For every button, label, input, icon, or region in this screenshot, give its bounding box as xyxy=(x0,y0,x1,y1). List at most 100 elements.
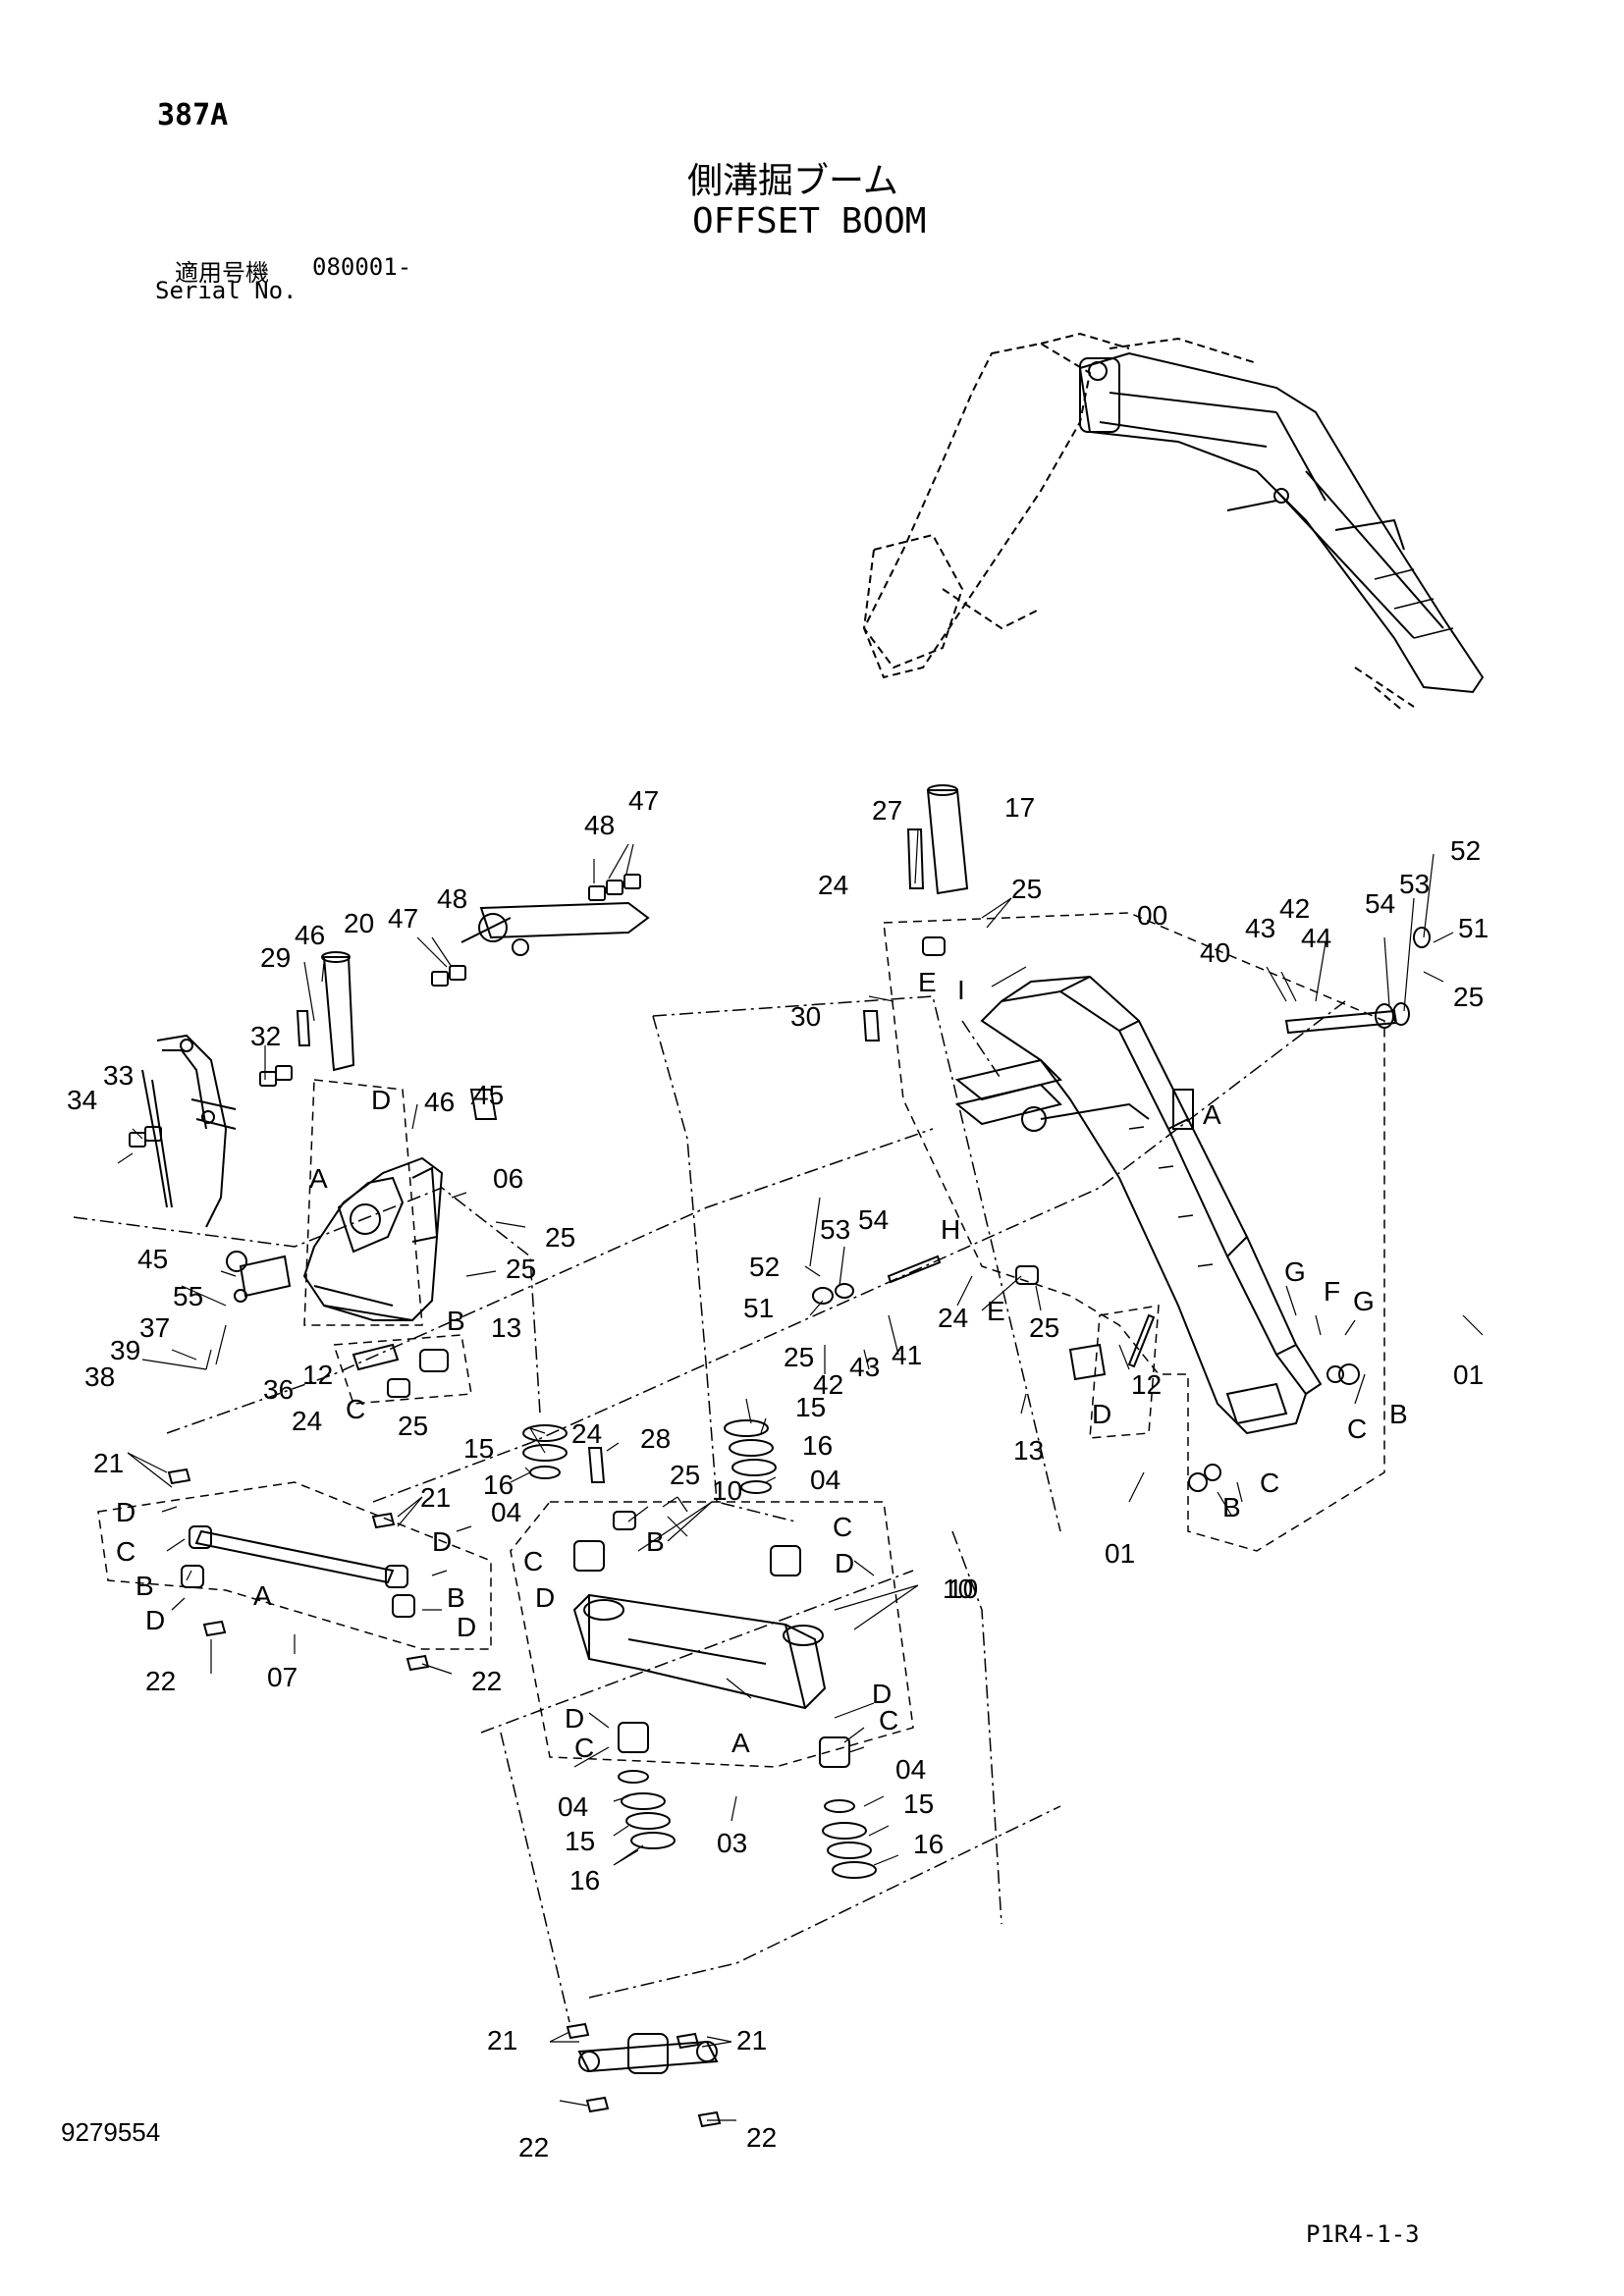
callout-25-top: 25 xyxy=(1011,874,1042,904)
callout-24-top: 24 xyxy=(818,870,848,900)
callout-51-mid: 51 xyxy=(743,1293,774,1323)
callout-06-bracket: 06 xyxy=(493,1163,523,1194)
callout-16-upper-right: 16 xyxy=(802,1430,833,1461)
callout-leader-lines xyxy=(117,828,1484,2121)
callout-37: 37 xyxy=(139,1312,170,1343)
callout-48-top: 48 xyxy=(584,810,615,840)
callout-16-lower-left: 16 xyxy=(569,1865,600,1896)
callout-15-lower-left: 15 xyxy=(565,1826,595,1856)
callout-47-top: 47 xyxy=(628,785,659,816)
callout-21-left-upper: 21 xyxy=(93,1448,124,1478)
callout-B-link07-right: B xyxy=(447,1582,465,1613)
callout-24-link: 24 xyxy=(571,1418,602,1449)
callout-D-link07-right-bottom: D xyxy=(457,1612,476,1642)
callout-I-top: I xyxy=(957,975,965,1005)
callout-00-boom: 00 xyxy=(1137,900,1167,931)
callout-43-right: 43 xyxy=(1245,913,1275,943)
callout-52-mid: 52 xyxy=(749,1252,780,1282)
callout-21-bottom-left: 21 xyxy=(487,2025,517,2056)
callout-54-mid: 54 xyxy=(858,1204,889,1235)
page-code: 387A xyxy=(157,98,229,133)
callout-17: 17 xyxy=(1004,792,1035,823)
callout-C-link03-lower-left: C xyxy=(574,1733,594,1763)
serial-label-english: Serial No. xyxy=(155,277,298,304)
callout-D-right: D xyxy=(1092,1399,1111,1429)
callout-25-bracket-b: 25 xyxy=(506,1254,536,1284)
callout-10-upper: 10 xyxy=(712,1475,742,1506)
callout-24-mid: 24 xyxy=(938,1303,968,1333)
callout-21-bottom-right: 21 xyxy=(736,2025,767,2056)
callout-13-bracket: 13 xyxy=(491,1312,521,1343)
link-rod-07 xyxy=(189,1525,408,1588)
callout-25-right: 25 xyxy=(1453,982,1484,1012)
callout-D-link07-left-bottom: D xyxy=(145,1605,165,1635)
callout-25-left: 25 xyxy=(784,1342,814,1372)
callout-51-right: 51 xyxy=(1458,913,1489,943)
callout-24-bracket: 24 xyxy=(292,1406,322,1436)
callout-16-upper-left: 16 xyxy=(483,1469,514,1500)
callout-46-mid: 46 xyxy=(424,1087,455,1117)
callout-48-mid: 48 xyxy=(437,883,467,914)
callout-G-lower: G xyxy=(1353,1286,1375,1316)
callout-B-bracket: B xyxy=(447,1306,465,1336)
callout-C-link03-lower-right: C xyxy=(879,1705,898,1735)
callout-44: 44 xyxy=(1301,923,1331,953)
link-arm-03 xyxy=(572,1593,827,1710)
callout-22-bottom-left: 22 xyxy=(518,2132,549,2163)
assembly-leader-lines xyxy=(73,995,1346,2023)
callout-01-right: 01 xyxy=(1453,1360,1484,1390)
callout-13-right: 13 xyxy=(1013,1435,1044,1466)
callout-C-bracket: C xyxy=(346,1394,365,1424)
callout-43-mid: 43 xyxy=(849,1352,880,1382)
callout-07-link: 07 xyxy=(267,1662,298,1692)
callout-22-bottom-right: 22 xyxy=(746,2122,777,2153)
page-reference: P1R4-1-3 xyxy=(1306,2220,1420,2248)
callout-30: 30 xyxy=(790,1001,821,1032)
callout-52-right: 52 xyxy=(1450,835,1481,866)
pins-and-bushings xyxy=(129,784,1431,2128)
callout-04-upper-left: 04 xyxy=(491,1497,521,1527)
callout-04-lower-right: 04 xyxy=(895,1754,926,1785)
callout-15-lower-right: 15 xyxy=(903,1789,934,1819)
callout-15-upper-left: 15 xyxy=(463,1433,494,1464)
callout-D-link03-right: D xyxy=(835,1548,854,1578)
callout-39: 39 xyxy=(110,1335,140,1365)
callout-E-top: E xyxy=(918,967,937,997)
offset-cylinder-bottom xyxy=(577,2033,719,2074)
callout-46-top: 46 xyxy=(295,920,325,950)
callout-F: F xyxy=(1324,1276,1340,1307)
callout-25-mid: 25 xyxy=(1029,1312,1059,1343)
callout-47-mid: 47 xyxy=(388,903,418,934)
callout-B-right: B xyxy=(1389,1399,1408,1429)
callout-01-lower: 01 xyxy=(1105,1538,1135,1569)
callout-21-left-mid: 21 xyxy=(420,1482,451,1513)
callout-15-upper-right: 15 xyxy=(795,1392,826,1422)
callout-16-lower-right: 16 xyxy=(913,1829,944,1859)
callout-04-upper-right: 04 xyxy=(810,1465,840,1495)
callout-28: 28 xyxy=(640,1423,671,1454)
excavator-overview-illustration xyxy=(862,332,1485,713)
callout-B-lower-right: B xyxy=(1222,1492,1241,1522)
title-english: OFFSET BOOM xyxy=(692,201,927,241)
group-boundaries xyxy=(97,912,1385,1768)
callout-12-right: 12 xyxy=(1131,1369,1162,1400)
callout-25-bracket-c: 25 xyxy=(398,1411,428,1441)
callout-B-link: B xyxy=(646,1526,665,1557)
callout-22-link07-left: 22 xyxy=(145,1666,176,1696)
callout-10-side: 10 xyxy=(947,1574,978,1604)
callout-27: 27 xyxy=(872,795,902,826)
callout-25-bracket-a: 25 xyxy=(545,1222,575,1253)
callout-22-link07-right: 22 xyxy=(471,1666,502,1696)
callout-42-mid: 42 xyxy=(813,1369,843,1400)
offset-cylinder-top xyxy=(460,901,650,956)
callout-25-link: 25 xyxy=(670,1460,700,1490)
callout-41: 41 xyxy=(892,1340,922,1370)
callout-A-boom: A xyxy=(1203,1099,1221,1130)
callout-42-right: 42 xyxy=(1279,893,1310,924)
callout-33: 33 xyxy=(103,1060,134,1091)
callout-C-link07-left: C xyxy=(116,1536,135,1567)
callout-D-link03-left: D xyxy=(535,1582,555,1613)
callout-C-link03-top: C xyxy=(833,1512,852,1542)
callout-45-top: 45 xyxy=(473,1080,504,1110)
